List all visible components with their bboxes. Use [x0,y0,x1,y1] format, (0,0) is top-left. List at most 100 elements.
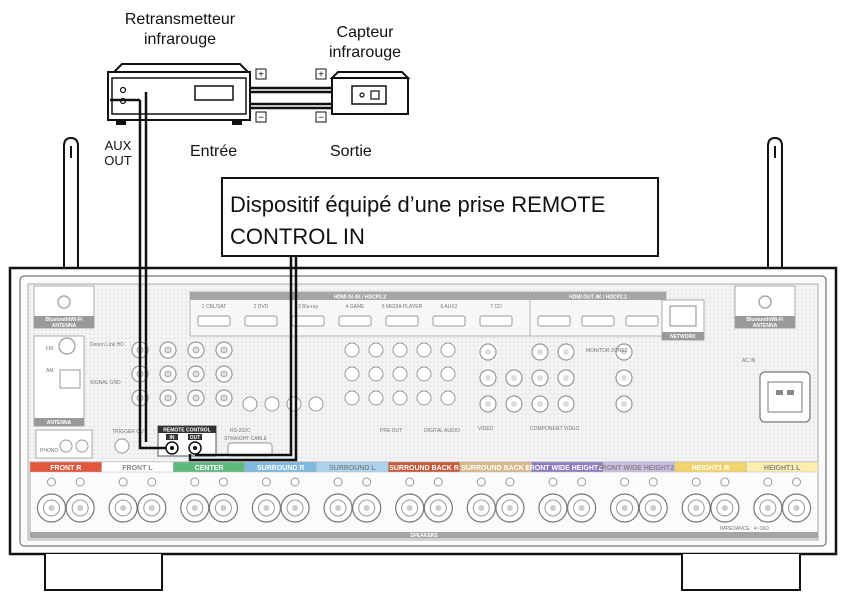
rca-jack-center [164,346,172,354]
video-jack-center [621,375,627,381]
video-jack-center [537,375,543,381]
svg-text:ANTENNA: ANTENNA [52,323,77,329]
bt-antenna-left: Bluetooth/Wi-Fi ANTENNA [33,285,95,329]
speaker-polarity-mark [405,477,415,487]
svg-text:−: − [258,113,264,124]
rs232c-port: RS-232C STRAIGHT CABLE [224,428,273,457]
remote-control-jacks: REMOTE CONTROL IN OUT [157,425,217,457]
speaker-binding-post-hole [292,505,299,511]
preout-jack [440,390,456,406]
monitor-zone2-label: MONITOR ZONE2 [586,348,628,354]
speaker-channel-label: FRONT WIDE HEIGHT2 R [525,465,609,472]
video-jack-center [563,349,569,355]
speaker-polarity-mark [362,477,372,487]
video-jacks [479,343,633,413]
speaker-polarity-mark [147,477,157,487]
speaker-polarity-mark [190,477,200,487]
svg-text:HDMI OUT 4K / HDCP2.2: HDMI OUT 4K / HDCP2.2 [569,295,627,301]
speaker-binding-post-hole [793,505,800,511]
svg-text:RS-232C: RS-232C [230,428,251,434]
input-label: Entrée [190,143,237,160]
speaker-channel-label: HEIGHT1 L [764,465,801,472]
svg-text:Bluetooth/Wi-Fi: Bluetooth/Wi-Fi [46,317,84,323]
speaker-polarity-mark [433,477,443,487]
video-jack-center [621,349,627,355]
remote-control-cables [110,92,298,462]
speaker-binding-post-hole [549,505,556,511]
device-note-line2: CONTROL IN [230,224,365,249]
speaker-binding-post-hole [120,505,127,511]
speaker-binding-post-hole [263,505,270,511]
speaker-binding-post-hole [191,505,198,511]
preout-jack [440,366,456,382]
preout-jack [368,390,384,406]
speaker-binding-post-hole [48,505,55,511]
rca-jack-center [220,346,228,354]
svg-text:TRIGGER OUT: TRIGGER OUT [112,429,147,435]
bt-antenna-right: Bluetooth/Wi-Fi ANTENNA [734,285,796,329]
hdmi-input-port [244,315,278,327]
rca-jack-center [220,370,228,378]
video-jack-center [485,401,491,407]
svg-text:+: + [258,70,264,81]
pre-out-label: PRE OUT [380,428,402,434]
video-jack-center [563,375,569,381]
left-antenna [63,136,79,268]
terminal-plus-left: + [255,68,267,81]
preout-jack [416,390,432,406]
rca-jack-center [220,394,228,402]
rca-jack-center [192,370,200,378]
rca-jack-center [164,394,172,402]
svg-text:OUT: OUT [190,435,201,441]
right-antenna [767,136,783,268]
hdmi-input-port [432,315,466,327]
hdmi-input-port [197,315,231,327]
speaker-polarity-mark [333,477,343,487]
terminal-minus-right: − [315,111,327,124]
speaker-binding-post-hole [506,505,513,511]
preout-jack [242,396,258,412]
terminal-minus-left: − [255,111,267,124]
hdmi-input-label: 2 DVD [254,304,269,310]
preout-jack [416,366,432,382]
preout-jack [416,342,432,358]
hdmi-input-label: 6 AUX2 [441,304,458,310]
preout-jack [286,396,302,412]
speaker-binding-post-hole [363,505,370,511]
video-jack-center [485,349,491,355]
speaker-binding-post-hole [721,505,728,511]
video-jack-center [511,375,517,381]
speaker-channel-label: FRONT WIDE HEIGHT2 L [597,465,681,472]
speaker-binding-post-hole [77,505,84,511]
speaker-polarity-mark [75,477,85,487]
video-jack-center [537,401,543,407]
svg-text:ANTENNA: ANTENNA [47,420,72,426]
svg-text:SPEAKERS: SPEAKERS [410,533,438,539]
speaker-binding-post-hole [764,505,771,511]
aux-out-label-line1: AUX [105,138,132,153]
digital-audio-label: DIGITAL AUDIO [424,428,460,434]
svg-text:ANTENNA: ANTENNA [753,323,778,329]
preout-jack [392,366,408,382]
sensor-wires [250,86,332,110]
hdmi-out-block: HDMI OUT 4K / HDCP2.2 [529,291,667,337]
rca-jack-center [192,346,200,354]
video-jack-center [511,401,517,407]
trigger-out: TRIGGER OUT [112,429,147,454]
video-jack-center [485,375,491,381]
terminal-plus-right: + [315,68,327,81]
ir-retransmitter-label-line2: infrarouge [144,31,216,48]
ir-retransmitter-label-line1: Retransmetteur [125,11,236,28]
svg-text:AC IN: AC IN [742,358,756,364]
preout-jack [440,342,456,358]
speaker-binding-post-hole [478,505,485,511]
hdmi-input-port [338,315,372,327]
speaker-polarity-mark [290,477,300,487]
preout-jack [368,342,384,358]
ir-sensor-label-line1: Capteur [337,24,395,41]
video-jack-center [537,349,543,355]
svg-text:+: + [318,70,324,81]
rca-jack-center [164,370,172,378]
